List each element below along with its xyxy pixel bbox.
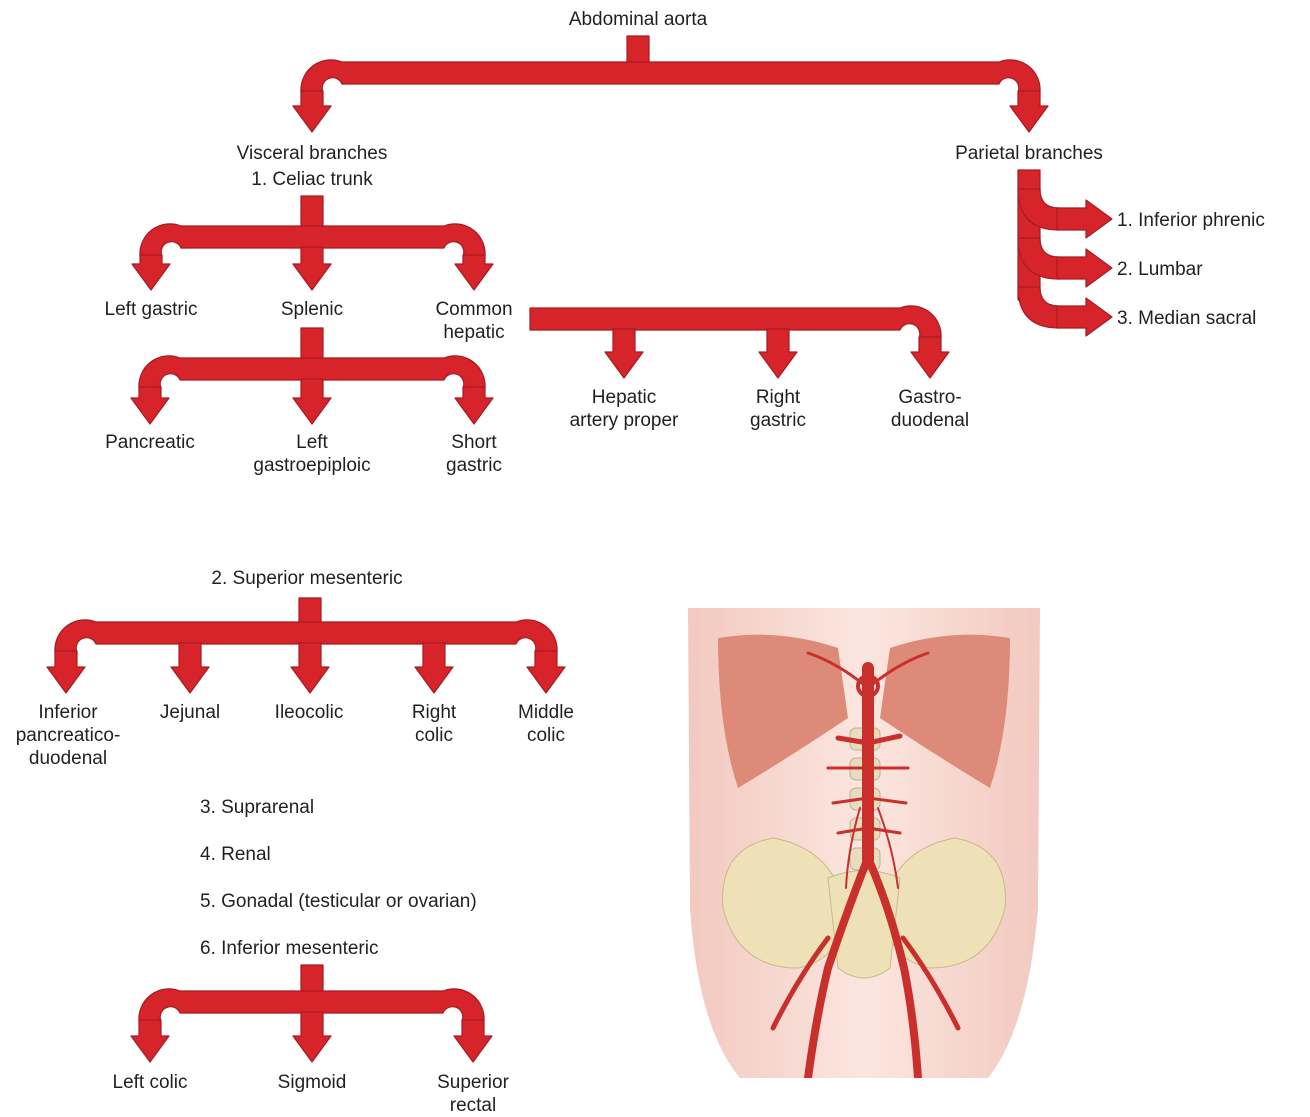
sma-arrow-4 (415, 643, 453, 693)
aorta-bar (301, 60, 1040, 92)
celiac-trunk-label: 1. Celiac trunk (251, 168, 372, 191)
ima-stem (301, 965, 323, 992)
gastroduodenal-label: Gastro- duodenal (891, 386, 969, 432)
common-hepatic-label: Common hepatic (435, 298, 512, 344)
splenic-arrow-2 (293, 379, 331, 424)
renal-label: 4. Renal (200, 843, 271, 866)
superior-mesenteric-label: 2. Superior mesenteric (211, 567, 402, 590)
sigmoid-label: Sigmoid (278, 1071, 347, 1094)
sma-stem (299, 598, 321, 623)
left-gastric-label: Left gastric (105, 298, 198, 321)
right-gastric-label: Right gastric (750, 386, 806, 432)
left-gastroepiploic-label: Left gastroepiploic (253, 431, 370, 477)
left-colic-label: Left colic (113, 1071, 188, 1094)
abdominal-aorta-illustration (678, 608, 1050, 1078)
aorta-arrow-2 (1010, 91, 1048, 132)
splenic-arrow-1 (131, 387, 169, 424)
sma-arrow-3 (291, 643, 329, 693)
hepatic-bar (530, 306, 941, 338)
lumbar-label: 2. Lumbar (1117, 258, 1203, 281)
celiac-arrow-3 (455, 255, 493, 290)
inferior-phrenic-label: 1. Inferior phrenic (1117, 209, 1265, 232)
visceral-branches-label: Visceral branches (237, 142, 388, 165)
short-gastric-label: Short gastric (446, 431, 502, 477)
ima-arrow-1 (131, 1020, 169, 1062)
parietal-arrow-3 (1057, 298, 1112, 336)
suprarenal-label: 3. Suprarenal (200, 796, 314, 819)
inferior-mesenteric-label: 6. Inferior mesenteric (200, 937, 378, 960)
aorta-stem (627, 36, 649, 63)
ileocolic-label: Ileocolic (275, 701, 344, 724)
parietal-arrow-2 (1057, 249, 1112, 287)
parietal-branches-label: Parietal branches (955, 142, 1103, 165)
inferior-pancreaticoduodenal-label: Inferior pancreatico- duodenal (16, 701, 121, 770)
celiac-stem (301, 196, 323, 227)
gonadal-label: 5. Gonadal (testicular or ovarian) (200, 890, 477, 913)
ima-arrow-2 (293, 1012, 331, 1062)
jejunal-label: Jejunal (160, 701, 220, 724)
pancreatic-label: Pancreatic (105, 431, 195, 454)
parietal-arrow-1 (1057, 200, 1112, 238)
hepatic-artery-proper-label: Hepatic artery proper (570, 386, 679, 432)
sma-arrow-5 (527, 651, 565, 693)
superior-rectal-label: Superior rectal (437, 1071, 509, 1117)
parietal-curve-3 (1018, 287, 1059, 328)
abdominal-aorta-label: Abdominal aorta (569, 8, 707, 31)
median-sacral-label: 3. Median sacral (1117, 307, 1256, 330)
splenic-arrow-3 (455, 387, 493, 424)
sma-arrow-1 (47, 651, 85, 693)
aorta-arrow-1 (293, 91, 331, 132)
sma-arrow-2 (171, 643, 209, 693)
right-colic-label: Right colic (412, 701, 456, 747)
middle-colic-label: Middle colic (518, 701, 574, 747)
celiac-arrow-1 (132, 255, 170, 290)
ima-arrow-3 (454, 1020, 492, 1062)
hepatic-arrow-2 (759, 329, 797, 378)
splenic-stem (301, 328, 323, 359)
celiac-arrow-2 (293, 247, 331, 290)
splenic-label: Splenic (281, 298, 343, 321)
hepatic-arrow-3 (911, 337, 949, 378)
hepatic-arrow-1 (605, 329, 643, 378)
